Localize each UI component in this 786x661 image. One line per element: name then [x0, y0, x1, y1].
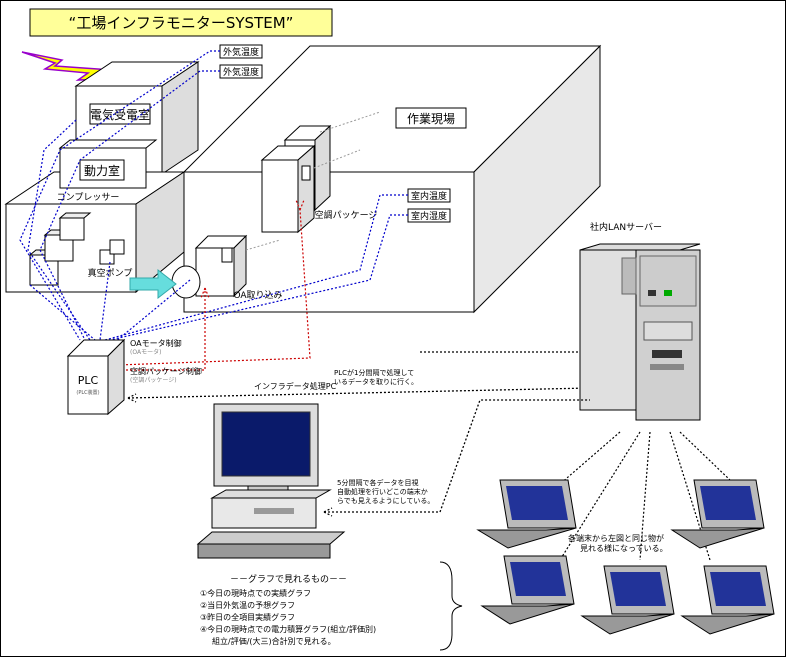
pc-note-line3: らでも見えるようにしている。 [337, 497, 434, 505]
plc-note-line1: PLCが1分間隔で処理して [334, 368, 414, 377]
graph-list-item: ③昨日の全項目実績グラフ [200, 612, 295, 622]
sensor-indoor-humidity: 室内湿度 [407, 208, 451, 223]
ac-package-label: 空調パッケージ [315, 209, 378, 221]
sagyou-building: 作業現場 空調パッケージ OA取り込み [171, 44, 602, 314]
sensor-outdoor-temp: 外気温度 [219, 44, 263, 59]
oa-intake-label: OA取り込み [233, 290, 282, 301]
douryoku-label: 動力室 [84, 163, 120, 178]
douryoku-building: 動力室 コンプレッサー 真空ポンプ [4, 139, 186, 294]
denki-building: 電気受電室 [74, 61, 200, 175]
signal-lines-grey [245, 111, 381, 251]
oa-motor-control-label: OAモータ制御 [130, 338, 182, 348]
graph-list-continuation: 組立/評価/(大三)合計別で見れる。 [212, 636, 336, 646]
title-box: “工場インフラモニターSYSTEM” [29, 8, 333, 37]
plc-note-line2: いるデータを取りに行く。 [334, 377, 418, 386]
graph-list-item: ④今日の現時点での電力積算グラフ(組立/評価別) [200, 624, 376, 634]
sensor-outdoor-humidity: 外気湿度 [219, 64, 263, 79]
pc-note-line1: 5分間隔で各データを目視 [337, 478, 418, 487]
compressor-label: コンプレッサー [57, 192, 120, 203]
ac-package-control-label: 空調パッケージ制御 [130, 366, 202, 376]
terminal-note-line2: 見れる様になっている。 [580, 543, 668, 553]
lan-server [579, 243, 701, 421]
brace-icon [439, 561, 463, 651]
ac-package-control-sub: (空調パッケージ) [130, 376, 177, 384]
oa-intake-unit [171, 234, 248, 299]
graph-list-heading: －－グラフで見れるもの－－ [230, 573, 347, 585]
infra-pc [196, 403, 346, 559]
oa-motor-control-sub: (OAモータ) [130, 348, 161, 356]
laptop-terminal [670, 479, 765, 549]
plc-label: PLC [78, 374, 99, 387]
pc-server-link [323, 399, 590, 517]
laptop-terminal [580, 565, 675, 635]
svg-text:室内温度: 室内温度 [411, 190, 447, 202]
server-terminal-links [529, 431, 731, 561]
svg-text:外気湿度: 外気湿度 [223, 66, 259, 78]
ac-package-units [260, 124, 332, 234]
compressor-units [28, 212, 125, 286]
vacuum-pump-label: 真空ポンプ [88, 267, 133, 279]
sagyou-label: 作業現場 [407, 112, 455, 126]
svg-text:室内湿度: 室内湿度 [411, 210, 447, 222]
infra-pc-label: インフラデータ処理PC [254, 381, 337, 391]
terminal-note-line1: 各端末から左図と同じ物が [568, 533, 664, 543]
plc-unit: PLC (PLC装置) [66, 338, 126, 416]
control-lines-red [117, 199, 311, 371]
graph-list: －－グラフで見れるもの－－ ①今日の現時点での実績グラフ ②当日外気温の予想グラ… [200, 573, 376, 646]
pc-note-line2: 自動処理を行いどこの端末か [337, 487, 428, 496]
denki-label: 電気受電室 [90, 107, 150, 122]
sensor-indoor-temp: 室内温度 [407, 188, 451, 203]
graph-list-item: ①今日の現時点での実績グラフ [200, 588, 311, 598]
laptop-terminal [480, 555, 575, 625]
signal-lines-blue [19, 50, 408, 343]
svg-text:外気温度: 外気温度 [223, 46, 259, 58]
laptop-terminal [476, 479, 577, 549]
diagram-title: “工場インフラモニターSYSTEM” [69, 14, 294, 32]
air-flow-arrow [129, 268, 177, 300]
laptop-terminal [680, 565, 775, 635]
server-label: 社内LANサーバー [590, 221, 662, 233]
plc-sub-label: (PLC装置) [76, 389, 99, 396]
graph-list-item: ②当日外気温の予想グラフ [200, 600, 295, 610]
